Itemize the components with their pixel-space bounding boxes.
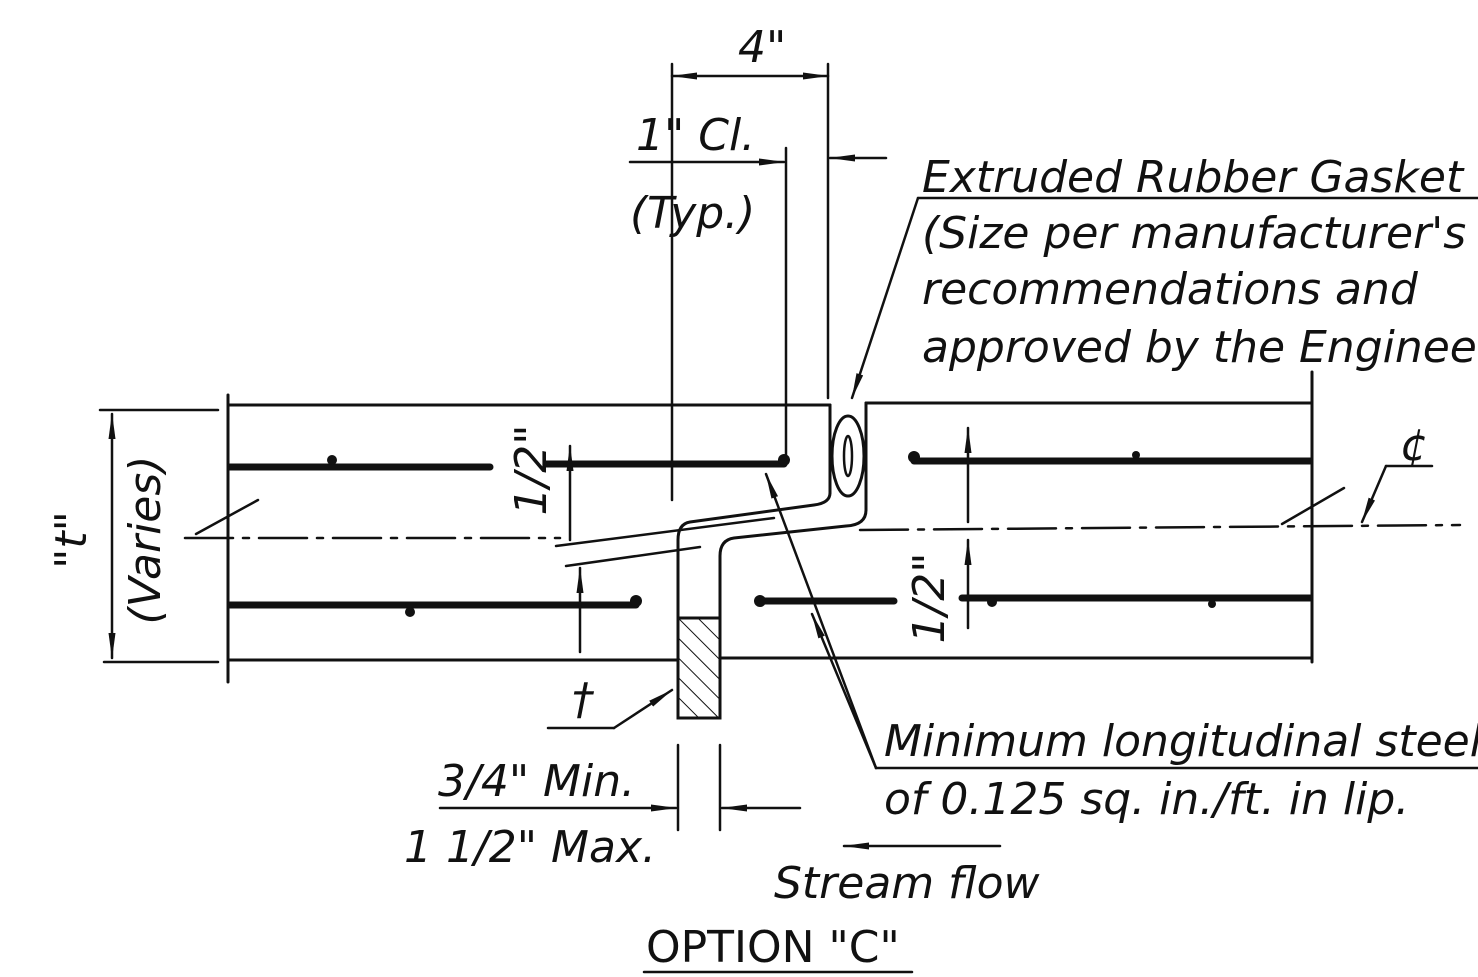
- dimension-plate: [438, 743, 802, 832]
- reinforcing-bars: [226, 451, 1314, 617]
- dim-clearance: 1" Cl.: [636, 110, 755, 161]
- gasket-note-line-4: approved by the Engineer: [922, 322, 1478, 373]
- stream-flow-label: Stream flow: [774, 858, 1040, 909]
- leader-lines: [546, 196, 1478, 770]
- right-slab: [718, 370, 1314, 664]
- centerline-symbol: ¢: [1400, 420, 1428, 471]
- gasket-note-line-3: recommendations and: [922, 264, 1419, 315]
- steel-note-line-1: Minimum longitudinal steel: [884, 716, 1478, 767]
- rubber-gasket: [830, 414, 866, 498]
- joint-profile: [676, 491, 868, 662]
- dim-thickness-note: (Varies): [120, 456, 171, 625]
- steel-plate: [676, 616, 722, 720]
- dim-plate-min: 3/4" Min.: [438, 756, 635, 807]
- dim-plate-max: 1 1/2" Max.: [404, 822, 656, 873]
- dimension-clearance: [628, 146, 888, 457]
- dimension-4in: [670, 62, 830, 502]
- dimension-cover: [566, 426, 972, 654]
- gasket-note-line-2: (Size per manufacturer's: [922, 208, 1466, 259]
- centerline: [183, 486, 1462, 568]
- gasket-note-line-1: Extruded Rubber Gasket: [922, 152, 1465, 203]
- dim-thickness-symbol: "t": [46, 511, 97, 569]
- option-title: OPTION "C": [646, 922, 900, 973]
- dimension-thickness: [98, 408, 220, 664]
- steel-note-line-2: of 0.125 sq. in./ft. in lip.: [884, 774, 1409, 825]
- dim-total-width: 4": [738, 22, 786, 73]
- dim-cover-top: 1/2": [506, 424, 557, 515]
- dim-cover-bottom: 1/2": [904, 552, 955, 643]
- dim-plate-thickness-symbol: †: [572, 674, 595, 725]
- dim-clearance-note: (Typ.): [630, 188, 755, 239]
